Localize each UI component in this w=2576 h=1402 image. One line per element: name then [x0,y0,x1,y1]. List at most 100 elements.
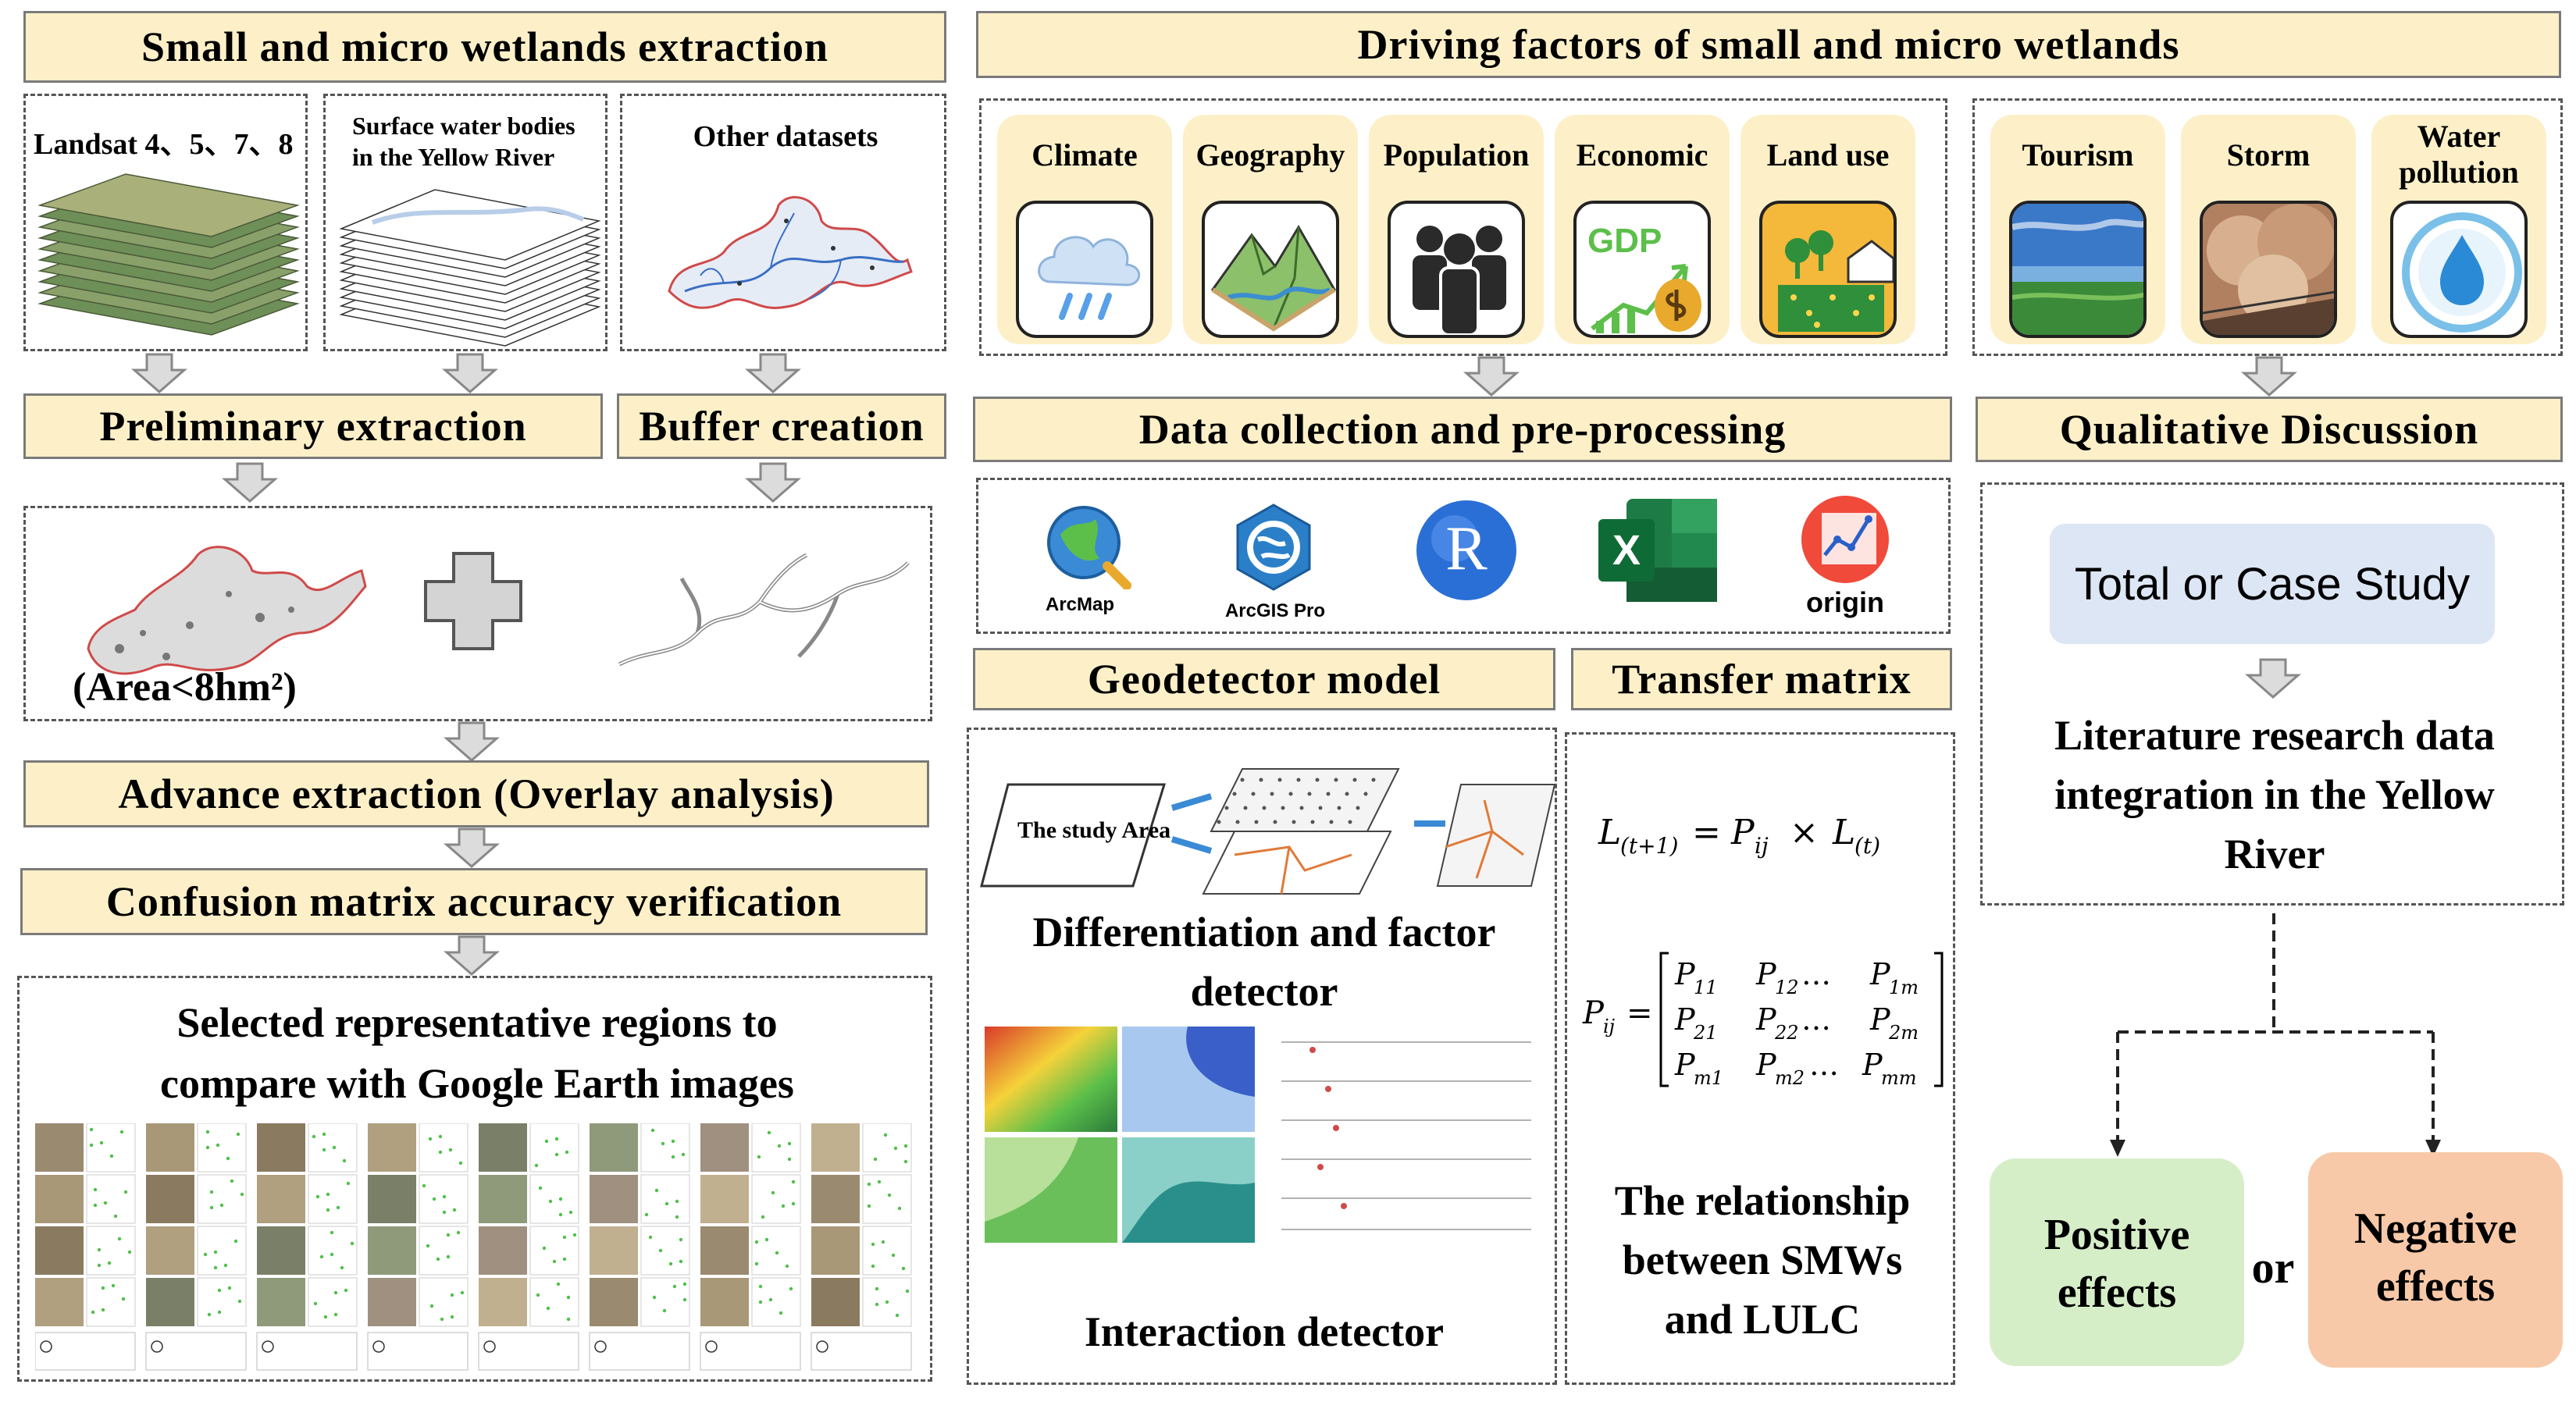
compass-icon [594,1340,607,1353]
study-area-diagram: The study Area [980,768,1555,895]
wetland-patch [346,1181,351,1186]
wetland-patch [775,1251,779,1255]
wetland-patch [315,1194,320,1199]
wetland-patch [333,1290,338,1295]
wetland-patch [336,1205,340,1210]
map-legend-thumbnail [367,1332,469,1371]
svg-text:=: = [1626,995,1653,1031]
wetland-map-thumbnail [419,1226,469,1276]
wetland-patch [340,1265,344,1270]
validation-text-1: Selected representative regions to [176,999,778,1046]
wetland-map-thumbnail [308,1277,358,1327]
landsat-label: Landsat 4、5、7、8 [34,128,294,161]
interaction-detector-maps [985,1027,1531,1243]
wetland-map-thumbnail [86,1123,136,1172]
sample-point [1217,820,1221,824]
wetland-patch [452,1208,457,1212]
sample-point [1299,806,1304,810]
wetland-patch [764,1237,769,1242]
wetland-patch [572,1233,577,1237]
wetland-patch [562,1257,567,1261]
wetland-patch [871,1242,875,1247]
wetland-patch [757,1155,761,1159]
satellite-thumbnail [257,1278,305,1326]
total-or-case-study-text: Total or Case Study [2074,558,2471,610]
satellite-thumbnail [35,1175,84,1223]
map-legend-thumbnail [256,1332,358,1371]
wetland-map-thumbnail [529,1226,579,1276]
total-or-case-study-box: Total or Case Study [2050,524,2495,644]
arcmap-label: ArcMap [1045,594,1115,615]
geodetector-model-box: Geodetector model [973,648,1555,710]
other-datasets-label: Other datasets [693,120,878,153]
wetland-map-thumbnail [197,1174,247,1224]
terrain-map-icon [1202,201,1339,338]
wetland-map-thumbnail [86,1174,136,1224]
wetland-patch [658,1248,663,1253]
wetland-map-thumbnail [419,1277,469,1327]
data-collection-box: Data collection and pre-processing [973,397,1952,462]
driving-factors-panel: Climate Geography Population [979,98,1947,356]
sample-point [1315,778,1320,782]
wetland-patch [566,1317,571,1322]
svg-text:P: P [1755,957,1777,991]
wetland-patch [123,1190,128,1194]
satellite-thumbnail [590,1175,638,1223]
wetland-patch [903,1159,908,1164]
plus-icon [424,552,522,650]
wetland-patch [226,1156,230,1161]
map-legend-thumbnail [145,1332,247,1371]
wetland-patch [344,1288,348,1293]
sample-point [1337,806,1341,810]
sample-point [1262,806,1267,810]
down-arrow [222,462,278,503]
sample-point [1277,778,1282,782]
wetland-patch [103,1201,108,1205]
wetland-patch [438,1134,443,1139]
wetland-patch [446,1254,451,1259]
buffer-creation-box: Buffer creation [617,393,946,459]
factor-card-population: Population [1369,115,1544,344]
svg-text:P: P [1582,995,1605,1031]
wetland-patch [121,1297,126,1301]
sample-point [1310,820,1315,824]
excel-icon: X [1598,499,1717,602]
wetland-patch [777,1144,782,1148]
sample-point [1329,820,1334,824]
map-legend-thumbnail [811,1332,912,1371]
wetland-map-thumbnail [529,1123,579,1172]
wetland-patch [223,1263,228,1268]
area-label: (Area<8hm²) [73,665,297,710]
wetland-patch [791,1180,796,1184]
wetland-patch [127,1250,132,1254]
wetland-patch [787,1141,792,1146]
wetland-map-thumbnail [751,1226,801,1276]
factor-label: Land use [1766,137,1890,173]
svg-text:P: P [1862,1048,1883,1082]
positive-effects-box: Positive effects [1990,1158,2244,1366]
transfer-matrix-box: Transfer matrix [1571,648,1952,710]
wetland-patch [875,1286,879,1291]
satellite-thumbnail [257,1226,305,1275]
svg-text:2m: 2m [1888,1022,1919,1044]
wetland-patch [230,1179,234,1183]
wetland-map-thumbnail [640,1123,690,1172]
wetland-patch [761,1215,765,1219]
wetland-patch [213,1250,218,1254]
wetland-patch [754,1261,759,1266]
svg-text:22: 22 [1774,1022,1799,1044]
wetland-patch [548,1199,553,1204]
svg-text:P: P [1674,1002,1696,1037]
sample-point [1273,820,1277,824]
svg-text:…: … [1809,1048,1839,1082]
sample-point [1232,792,1237,796]
arcgis-pro-icon [1236,504,1311,591]
landsat-layer [37,173,300,237]
wetland-patch [205,1145,210,1150]
wetland-patch [330,1252,334,1257]
svg-text:m1: m1 [1694,1067,1723,1089]
satellite-thumbnail [368,1278,416,1326]
positive-text-1: Positive [2043,1211,2190,1259]
wetland-patch [675,1199,679,1204]
